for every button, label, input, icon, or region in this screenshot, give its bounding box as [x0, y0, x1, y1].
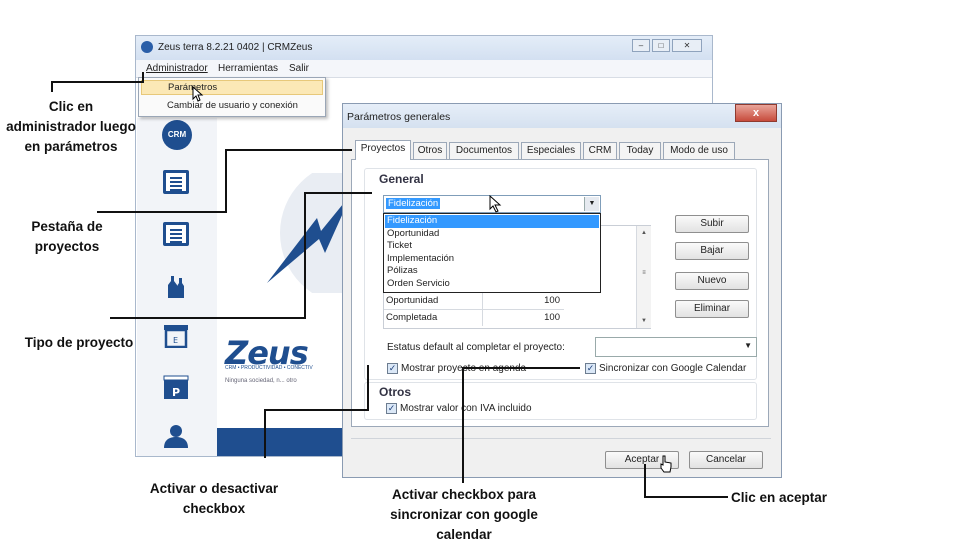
list-item[interactable]: Fidelización — [385, 215, 599, 228]
dialog-separator — [351, 438, 771, 439]
maximize-button[interactable]: □ — [652, 39, 670, 52]
tab-today[interactable]: Today — [619, 142, 661, 159]
parametros-dialog: Parámetros generales x Proyectos Otros D… — [342, 103, 782, 478]
project-type-list: Fidelización Oportunidad Ticket Implemen… — [383, 213, 601, 293]
zeus-wordmark: Zeus — [225, 334, 309, 372]
zeus-tagline: CRM • PRODUCTIVIDAD • CONECTIV — [225, 365, 313, 371]
admin-pointer-line — [51, 72, 144, 92]
iva-checkbox[interactable]: ✓ — [386, 403, 397, 414]
mouse-cursor-icon — [192, 86, 204, 102]
dialog-close-button[interactable]: x — [735, 104, 777, 122]
list-item[interactable]: Implementación — [387, 253, 455, 264]
list-item[interactable]: Ticket — [387, 240, 412, 251]
bajar-button[interactable]: Bajar — [675, 242, 749, 260]
row-name: Completada — [386, 312, 438, 323]
form-icon[interactable] — [163, 222, 189, 246]
user-icon[interactable] — [163, 424, 189, 448]
table-row[interactable]: Completada 100 — [384, 309, 564, 326]
window-close-button[interactable]: ✕ — [672, 39, 702, 52]
main-area: Zeus CRM • PRODUCTIVIDAD • CONECTIV Ning… — [217, 118, 357, 456]
mouse-cursor-icon — [489, 195, 502, 213]
tab-pointer-line — [97, 149, 352, 213]
annotation-type: Tipo de proyecto — [24, 335, 134, 350]
footer-band — [217, 428, 352, 456]
otros-title: Otros — [379, 385, 412, 399]
menu-bar: Administrador Herramientas Salir — [136, 60, 712, 78]
menu-salir[interactable]: Salir — [289, 63, 310, 74]
google-calendar-checkbox-label: Sincronizar con Google Calendar — [599, 363, 747, 374]
tab-proyectos[interactable]: Proyectos — [355, 140, 411, 160]
annotation-admin: Clic en administrador luego en parámetro… — [6, 99, 136, 154]
list-item[interactable]: Pólizas — [387, 265, 418, 276]
annotation-checkbox: Activar o desactivar checkbox — [149, 481, 279, 516]
tab-documentos[interactable]: Documentos — [449, 142, 519, 159]
annotation-tab: Pestaña de proyectos — [31, 219, 103, 254]
scroll-grip-icon[interactable]: ≡ — [642, 270, 646, 276]
dialog-titlebar: Parámetros generales x — [343, 104, 781, 128]
agenda-checkbox[interactable]: ✓ — [387, 363, 398, 374]
svg-text:E: E — [173, 336, 178, 345]
menu-administrador[interactable]: Administrador — [146, 63, 208, 74]
nuevo-button[interactable]: Nuevo — [675, 272, 749, 290]
bottles-icon[interactable] — [163, 274, 189, 298]
status-default-select[interactable]: ▼ — [595, 337, 757, 357]
status-default-label: Estatus default al completar el proyecto… — [387, 342, 565, 353]
mouse-cursor-icon — [660, 455, 672, 473]
type-pointer-line — [110, 192, 372, 319]
row-name: Oportunidad — [386, 295, 439, 306]
sidebar: CRM E P — [137, 118, 217, 456]
otros-group: Otros ✓ Mostrar valor con IVA incluido — [364, 382, 757, 420]
accept-pointer-line — [644, 464, 728, 498]
cancelar-button[interactable]: Cancelar — [689, 451, 763, 469]
subir-button[interactable]: Subir — [675, 215, 749, 233]
eliminar-button[interactable]: Eliminar — [675, 300, 749, 318]
archive-box-icon[interactable]: E — [163, 324, 189, 349]
minimize-button[interactable]: – — [632, 39, 650, 52]
svg-text:P: P — [172, 386, 180, 399]
chevron-down-icon[interactable]: ▼ — [584, 197, 599, 211]
tab-panel-proyectos: General Oportunidad 100 Completada 100 ▲… — [351, 159, 769, 427]
grid-scrollbar[interactable]: ▲ ≡ ▼ — [636, 226, 651, 328]
annotation-google: Activar checkbox para sincronizar con go… — [390, 487, 538, 542]
list-item[interactable]: Orden Servicio — [387, 278, 450, 289]
menu-herramientas[interactable]: Herramientas — [218, 63, 279, 74]
menu-item-cambiar-usuario[interactable]: Cambiar de usuario y conexión — [167, 100, 298, 111]
zeus-subtext: Ninguna sociedad, n... otro — [225, 378, 297, 384]
project-type-value: Fidelización — [386, 198, 441, 209]
zeus-bolt-graphic — [267, 173, 357, 293]
annotation-accept: Clic en aceptar — [731, 490, 828, 505]
app-title: Zeus terra 8.2.21 0402 | CRMZeus — [158, 42, 313, 53]
general-group: General Oportunidad 100 Completada 100 ▲… — [364, 168, 757, 380]
project-type-select[interactable]: Fidelización ▼ — [383, 195, 601, 213]
list-item[interactable]: Oportunidad — [387, 228, 440, 239]
general-title: General — [379, 172, 424, 186]
tab-especiales[interactable]: Especiales — [521, 142, 581, 159]
app-titlebar: Zeus terra 8.2.21 0402 | CRMZeus – □ ✕ — [136, 36, 712, 60]
google-calendar-checkbox[interactable]: ✓ — [585, 363, 596, 374]
tab-crm[interactable]: CRM — [583, 142, 617, 159]
tab-modo-de-uso[interactable]: Modo de uso — [663, 142, 735, 159]
google-pointer-line — [462, 367, 580, 483]
tab-otros[interactable]: Otros — [413, 142, 447, 159]
calendar-icon[interactable]: P — [163, 374, 189, 399]
row-value[interactable]: 100 — [482, 310, 564, 326]
document-icon[interactable] — [163, 170, 189, 194]
zeus-logo-icon — [141, 41, 153, 53]
crm-icon[interactable]: CRM — [162, 120, 192, 150]
scroll-down-icon[interactable]: ▼ — [641, 318, 647, 324]
checkbox-pointer-line — [264, 365, 369, 458]
dialog-title: Parámetros generales — [347, 111, 451, 123]
row-value[interactable]: 100 — [482, 293, 564, 309]
scroll-up-icon[interactable]: ▲ — [641, 230, 647, 236]
chevron-down-icon: ▼ — [744, 341, 752, 350]
iva-checkbox-label: Mostrar valor con IVA incluido — [400, 403, 532, 414]
